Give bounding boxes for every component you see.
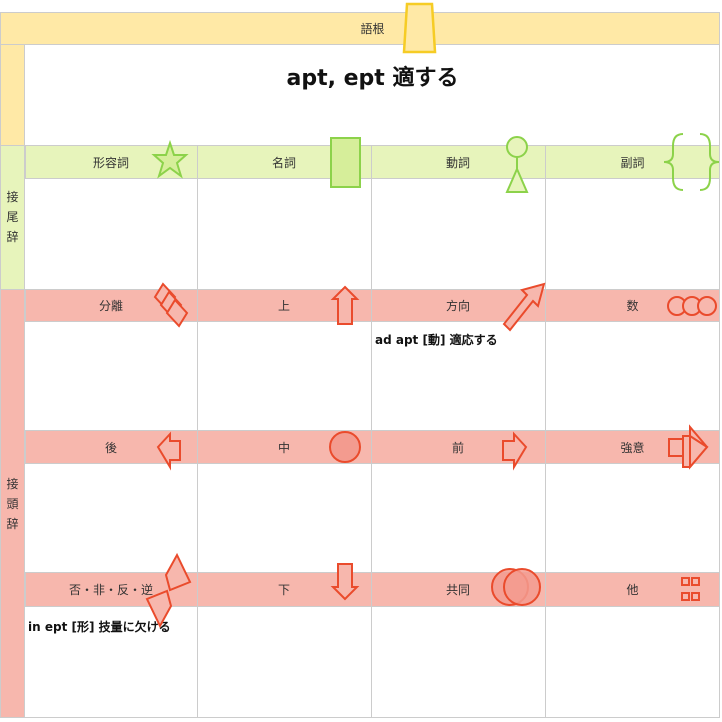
prefix-label-together: 共同 [445,583,470,597]
column-header-adverb: 副詞 [620,155,645,170]
person-icon [505,136,529,193]
root-label: 語根 [360,22,385,36]
braces-icon [663,133,720,191]
three-circles-icon [667,296,717,316]
grid-line-bottom [25,717,720,718]
root-side-band [0,45,25,145]
circle-icon [329,431,361,463]
trapezoid-icon [402,2,437,54]
prefix-label-other: 他 [626,583,639,597]
prefix-label-negation: 否・非・反・逆 [68,583,153,597]
stacked-diamonds-icon [153,282,189,328]
double-arrow-right-icon [668,424,709,470]
grid-line-v3 [545,145,546,718]
overlapping-circles-icon [491,568,541,606]
suffix-header-band [25,145,720,179]
prefix-label-intensity: 強意 [620,440,645,455]
prefix-label-back: 後 [104,440,117,455]
page-title: apt, ept 適する [286,66,459,91]
arrow-down-icon [330,563,360,601]
arrow-left-icon [156,431,181,471]
suffix-side-band [0,145,25,289]
diagonal-arrow-icon [502,282,546,332]
prefix-label-down: 下 [277,583,290,597]
column-header-noun: 名詞 [271,155,296,170]
arrow-up-icon [330,285,360,325]
prefix-label-middle: 中 [277,440,290,455]
prefix-label-direction: 方向 [445,299,470,313]
grid-line-v2 [371,145,372,718]
prefix-row1-band [25,289,720,322]
star-icon [151,139,189,179]
prefix-label-front: 前 [451,440,464,455]
word-entry-adapt: ad apt [動] 適応する [375,333,498,347]
suffix-side-label: 接 尾 辞 [6,190,19,244]
arrow-right-icon [502,431,528,471]
prefix-label-separation: 分離 [98,299,123,313]
prefix-label-up: 上 [277,299,290,313]
root-header-band [0,12,720,45]
column-header-verb: 動詞 [445,155,470,170]
prefix-label-number: 数 [626,299,639,313]
split-diamond-icon [145,552,192,629]
prefix-row3-band [25,572,720,607]
prefix-side-label: 接 頭 辞 [6,476,19,531]
prefix-side-band [0,289,25,718]
rectangle-icon [330,137,361,188]
word-entry-inept: in ept [形] 技量に欠ける [28,620,171,634]
grid-line-v1 [197,145,198,718]
root-title-area [25,45,720,145]
four-squares-icon [681,577,700,601]
grid-line-right [719,145,720,718]
prefix-row2-band [25,430,720,464]
column-header-adjective: 形容詞 [92,155,129,170]
